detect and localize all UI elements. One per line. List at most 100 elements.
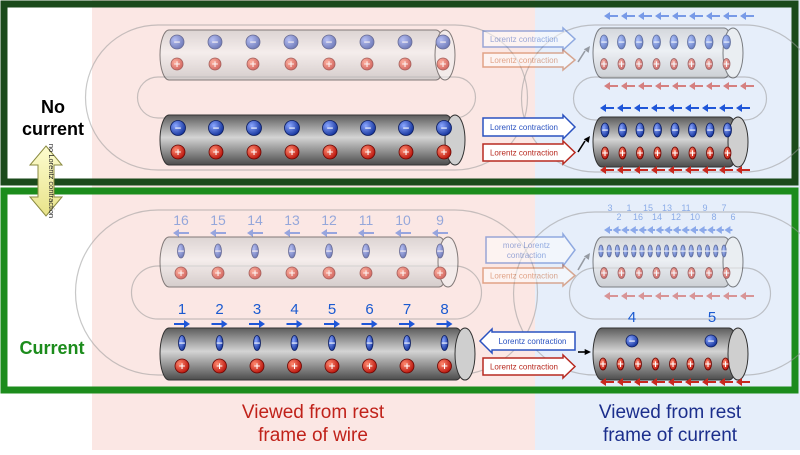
proton: + [722,358,730,370]
plus-sign: + [253,362,261,372]
minus-sign: − [212,124,220,134]
minus-sign: − [654,126,662,136]
plus-sign: + [174,148,182,158]
minus-sign: − [706,126,714,136]
back-number-lower: 8 [711,212,716,222]
electron: − [705,35,713,49]
minus-sign: − [646,247,654,257]
back-electron-number: 11 [359,212,374,228]
proton: + [670,59,678,71]
plus-sign: + [362,269,370,279]
wire-front-top: −+−+−+−+−+−+−+−+ [160,115,465,165]
minus-sign: − [440,124,448,134]
current-back-top: −+−+−+−+−+−+−+−+ [593,28,743,78]
proton: + [689,147,697,159]
proton: + [361,145,375,159]
minus-sign: − [630,247,638,257]
minus-sign: − [689,126,697,136]
plus-sign: + [671,149,679,159]
minus-sign: − [288,124,296,134]
electron: − [247,121,262,136]
electron: − [209,121,224,136]
current-frame-caption: Viewed from rest frame of current [582,401,758,447]
proton: + [687,358,695,370]
proton: + [400,359,414,373]
minus-sign: − [618,38,626,48]
electron: − [366,336,374,351]
proton: + [688,268,696,280]
electron: − [398,35,412,49]
minus-sign: − [214,247,222,257]
plus-sign: + [689,149,697,159]
proton: + [653,268,661,280]
minus-sign: − [326,124,334,134]
proton: + [209,58,221,70]
plus-sign: + [211,60,219,70]
electron: − [178,336,186,351]
lorentz-arrow-back-protons-current: Lorentz contraction [483,265,575,286]
electron: − [638,245,646,257]
minus-sign: − [173,38,181,48]
electron: − [253,336,261,351]
electron: − [177,244,185,258]
proton: + [363,359,377,373]
proton: + [175,267,187,279]
lorentz-arrow-back-electrons: Lorentz contraction [483,28,575,50]
proton: + [437,145,451,159]
proton: + [706,147,714,159]
electron: − [208,35,222,49]
minus-sign: − [635,38,643,48]
electron: − [216,336,224,351]
electron: − [601,123,609,137]
proton: + [249,267,261,279]
plus-sign: + [722,360,730,370]
front-electron-number: 4 [628,309,636,326]
proton: + [438,359,452,373]
electron: − [670,35,678,49]
minus-sign: − [363,38,371,48]
plus-sign: + [669,360,677,370]
minus-sign: − [601,126,609,136]
plus-sign: + [618,269,626,279]
back-electron-number: 13 [284,212,300,228]
lorentz-arrow-front-electrons-label: Lorentz contraction [490,123,558,132]
minus-sign: − [288,247,296,257]
minus-sign: − [291,339,299,349]
proton: + [688,59,696,71]
electron: − [655,245,663,257]
minus-sign: − [720,247,728,257]
plus-sign: + [251,269,259,279]
current-label: Current [12,337,92,359]
wire-back-bottom: −+−+−+−+−+−+−+−+ [160,237,458,287]
plus-sign: + [439,60,447,70]
plus-sign: + [653,60,661,70]
minus-sign: − [614,247,622,257]
wire-front-bottom-end-cap [455,328,475,380]
proton: + [323,145,337,159]
minus-sign: − [619,126,627,136]
electron: − [600,35,608,49]
front-electron-number: 2 [215,301,223,318]
proton: + [285,58,297,70]
front-electron-number: 8 [440,301,448,318]
plus-sign: + [366,362,374,372]
proton: + [399,58,411,70]
lorentz-arrow-front-protons-current: Lorentz contraction [483,355,575,378]
electron: − [646,245,654,257]
proton: + [618,59,626,71]
plus-sign: + [723,60,731,70]
proton: + [653,59,661,71]
minus-sign: − [670,38,678,48]
proton: + [652,358,660,370]
front-electron-number: 6 [365,301,373,318]
proton: + [705,268,713,280]
minus-sign: − [216,339,224,349]
minus-sign: − [704,247,712,257]
electron: − [653,35,661,49]
proton: + [323,58,335,70]
minus-sign: − [325,38,333,48]
minus-sign: − [249,38,257,48]
plus-sign: + [363,60,371,70]
minus-sign: − [402,124,410,134]
more-lorentz-arrow-shape [486,234,575,266]
